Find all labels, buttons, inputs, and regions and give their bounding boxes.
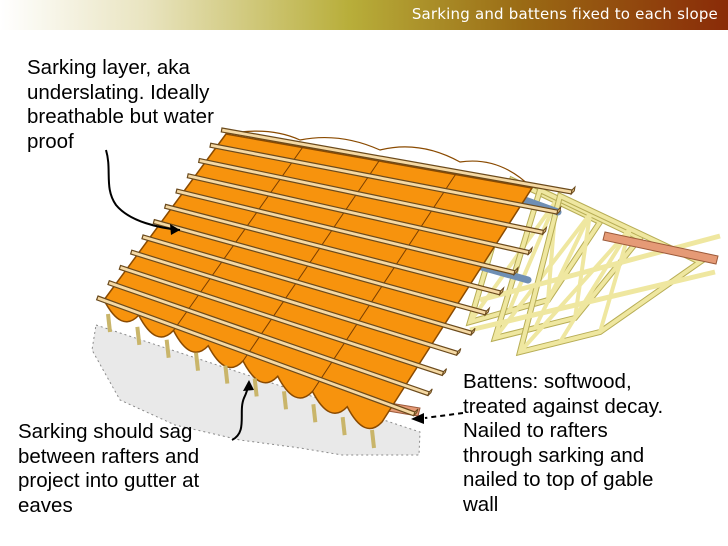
battens-label-line: wall xyxy=(463,492,499,516)
batten-end xyxy=(498,286,505,297)
truss-web xyxy=(518,227,632,354)
truss-chord xyxy=(469,269,716,333)
truss-web xyxy=(598,228,632,333)
truss-web xyxy=(573,213,592,319)
roof-trusses xyxy=(465,175,721,357)
batten-end xyxy=(513,266,519,277)
sarking-ridge-edge xyxy=(225,130,533,189)
batten-end xyxy=(570,185,576,196)
sag-label-line: Sarking should sag xyxy=(18,420,193,443)
sag-leader-arrowhead xyxy=(243,380,254,391)
batten-end xyxy=(470,327,476,336)
batten-end xyxy=(541,225,548,236)
batten-end xyxy=(484,306,491,317)
rafter-foot xyxy=(223,365,230,384)
sag-label-line: eaves xyxy=(18,493,73,517)
sarking-label-line: underslating. Ideally xyxy=(27,80,210,104)
battens-label: Battens: softwood, treated against decay… xyxy=(463,370,723,517)
rafter-foot xyxy=(340,416,347,436)
batten-end xyxy=(556,205,562,216)
truss-web xyxy=(468,199,558,324)
truss-web xyxy=(533,213,592,329)
slide-title: Sarking and battens fixed to each slope xyxy=(411,5,718,23)
sarking-label-line: Sarking layer, aka xyxy=(27,56,190,79)
battens-label-line: Battens: softwood, xyxy=(463,370,632,393)
title-bar: Sarking and battens fixed to each slope xyxy=(0,0,728,30)
truss-web xyxy=(558,227,632,344)
battens-label-line: treated against decay. xyxy=(463,394,664,418)
battens-leader-arrow xyxy=(424,412,464,419)
wall-plate xyxy=(602,231,719,265)
rafter-foot xyxy=(194,352,200,371)
rafter-foot xyxy=(252,378,259,397)
battens-leader-arrowhead xyxy=(411,413,424,424)
batten-end xyxy=(456,348,462,356)
rafter-foot xyxy=(282,391,288,410)
sarking-label-line: proof xyxy=(27,129,74,153)
rafter-ends xyxy=(106,313,376,449)
truss-chord xyxy=(479,233,721,303)
rafter-foot xyxy=(135,326,142,346)
sarking-sag-label: Sarking should sag between rafters and p… xyxy=(18,420,258,518)
sarking-layer-label: Sarking layer, aka underslating. Ideally… xyxy=(27,56,267,154)
rafter-foot xyxy=(370,429,376,449)
batten-end xyxy=(427,388,433,396)
sarking-leader-arrowhead xyxy=(170,224,180,235)
roof-diagram xyxy=(91,127,721,456)
battens-label-line: Nailed to rafters xyxy=(463,419,608,442)
battens xyxy=(95,127,576,417)
sarking-leader-arrow xyxy=(105,149,181,231)
sag-label-line: project into gutter at xyxy=(18,469,200,492)
batten-end xyxy=(527,245,534,257)
battens-label-line: through sarking and xyxy=(463,443,645,467)
battens-label-line: nailed to top of gable xyxy=(463,468,654,491)
batten-end xyxy=(441,368,448,376)
sarking-label-line: breathable but water xyxy=(27,105,214,128)
rafter-foot xyxy=(164,339,171,358)
rafter-foot xyxy=(311,404,318,423)
rafter-foot xyxy=(106,313,112,333)
sag-label-line: between rafters and xyxy=(18,444,200,468)
batten-end xyxy=(413,408,419,417)
leader-lines xyxy=(105,149,464,441)
